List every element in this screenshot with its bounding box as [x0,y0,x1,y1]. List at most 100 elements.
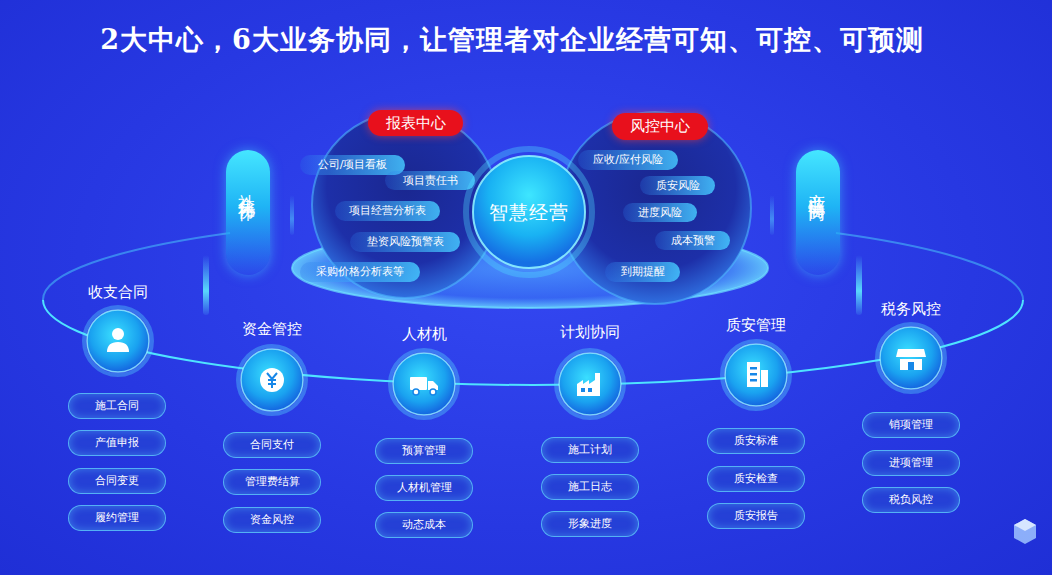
item-label: 采购价格分析表等 [300,262,420,282]
item-pill: 应收/应付风险 [578,150,678,170]
sub-pill: 进项管理 [862,450,960,476]
sub-label: 动态成本 [376,513,472,537]
module-disc [725,344,787,406]
sub-label: 质安报告 [708,504,804,528]
item-pill: 进度风险 [623,203,697,222]
sub-pill: 人材机管理 [375,475,473,501]
module-icon [747,362,768,387]
sub-pill: 施工日志 [541,474,639,500]
item-label: 垫资风险预警表 [350,232,460,252]
sub-label: 履约管理 [69,506,165,530]
sub-label: 合同变更 [69,469,165,493]
sub-pill: 产值申报 [68,430,166,456]
page-title: 2大中心，6大业务协同，让管理者对企业经营可知、可控、可预测 [52,22,972,58]
sub-pill: 质安报告 [707,503,805,529]
item-pill: 项目经营分析表 [335,201,440,221]
sub-pill: 合同变更 [68,468,166,494]
sub-label: 产值申报 [69,431,165,455]
module-node: 质安管理 [701,313,811,409]
module-node: 计划协同 [535,320,645,418]
item-label: 项目经营分析表 [335,201,440,221]
module-node: 收支合同 [63,280,173,375]
pill-label: 产业链协同 [807,180,830,275]
module-icon [260,368,284,392]
core-label: 智慧经营 [471,200,587,224]
building-side [761,370,768,387]
factory-window [588,388,592,392]
item-label: 进度风险 [623,203,697,222]
module-glow [238,346,306,414]
hub-circle-node: 风控中心应收/应付风险质安风险进度风险成本预警到期提醒 [557,110,753,306]
sub-pill: 预算管理 [375,438,473,464]
sub-pill: 资金风控 [223,507,321,533]
cube-mark [1014,519,1036,544]
sub-pill: 质安标准 [707,428,805,454]
sub-label: 销项管理 [863,413,959,437]
sub-label: 形象进度 [542,512,638,536]
hub-circle-node: 报表中心公司/项目看板项目责任书项目经营分析表垫资风险预警表采购价格分析表等 [310,110,500,300]
module-circle [558,352,622,416]
module-disc [559,353,621,415]
side-pill: 产业链协同 [796,150,840,275]
hub-heading: 风控中心 [612,113,708,140]
module-glow [877,324,945,392]
module-node: 税务风控 [856,297,966,392]
sub-label: 资金风控 [224,508,320,532]
sub-label: 进项管理 [863,451,959,475]
sub-pill: 合同支付 [223,432,321,458]
sub-label: 税负风控 [863,488,959,512]
sub-pill: 销项管理 [862,412,960,438]
factory-shape [577,373,600,396]
sub-pill: 质安检查 [707,466,805,492]
sub-label: 合同支付 [224,433,320,457]
module-circle [392,352,456,416]
module-heading: 计划协同 [535,320,645,344]
module-circle [724,343,788,407]
item-label: 质安风险 [640,176,715,195]
module-disc [880,327,942,389]
module-circle [240,348,304,412]
sub-label: 施工合同 [69,394,165,418]
sub-label: 人材机管理 [376,476,472,500]
glow-bar [856,255,862,315]
module-heading: 税务风控 [856,297,966,321]
module-heading: 资金管控 [217,317,327,341]
item-label: 成本预警 [655,231,730,250]
module-icon [107,328,129,352]
sub-pill: 形象进度 [541,511,639,537]
sub-pill: 管理费结算 [223,469,321,495]
item-pill: 垫资风险预警表 [350,232,460,252]
module-circle [879,326,943,390]
item-pill: 项目责任书 [385,171,475,190]
hub-disc [559,112,751,304]
building-main [747,362,760,387]
truck-box [410,377,427,390]
sub-pill: 履约管理 [68,505,166,531]
glow-bar [770,195,774,235]
hub-heading: 报表中心 [368,110,463,136]
cube-face [1014,519,1036,544]
module-disc [87,310,149,372]
item-pill: 成本预警 [655,231,730,250]
sub-label: 施工计划 [542,438,638,462]
shop-door [908,362,914,370]
sub-label: 管理费结算 [224,470,320,494]
building-window [750,373,757,376]
core-glow [466,149,592,275]
person-head [112,328,124,340]
sub-pill: 税负风控 [862,487,960,513]
cube-top [1014,519,1036,531]
module-disc [393,353,455,415]
module-disc [241,349,303,411]
truck-wheel [430,389,436,395]
person-body [107,342,129,352]
module-heading: 人材机 [369,322,479,346]
sub-label: 质安标准 [708,429,804,453]
sub-label: 质安检查 [708,467,804,491]
core-circle-node: 智慧经营 [471,154,587,270]
module-heading: 收支合同 [63,280,173,304]
shop-awning [896,349,926,357]
building-window [750,379,757,382]
building-window [750,367,757,370]
glow-bar [203,255,209,315]
